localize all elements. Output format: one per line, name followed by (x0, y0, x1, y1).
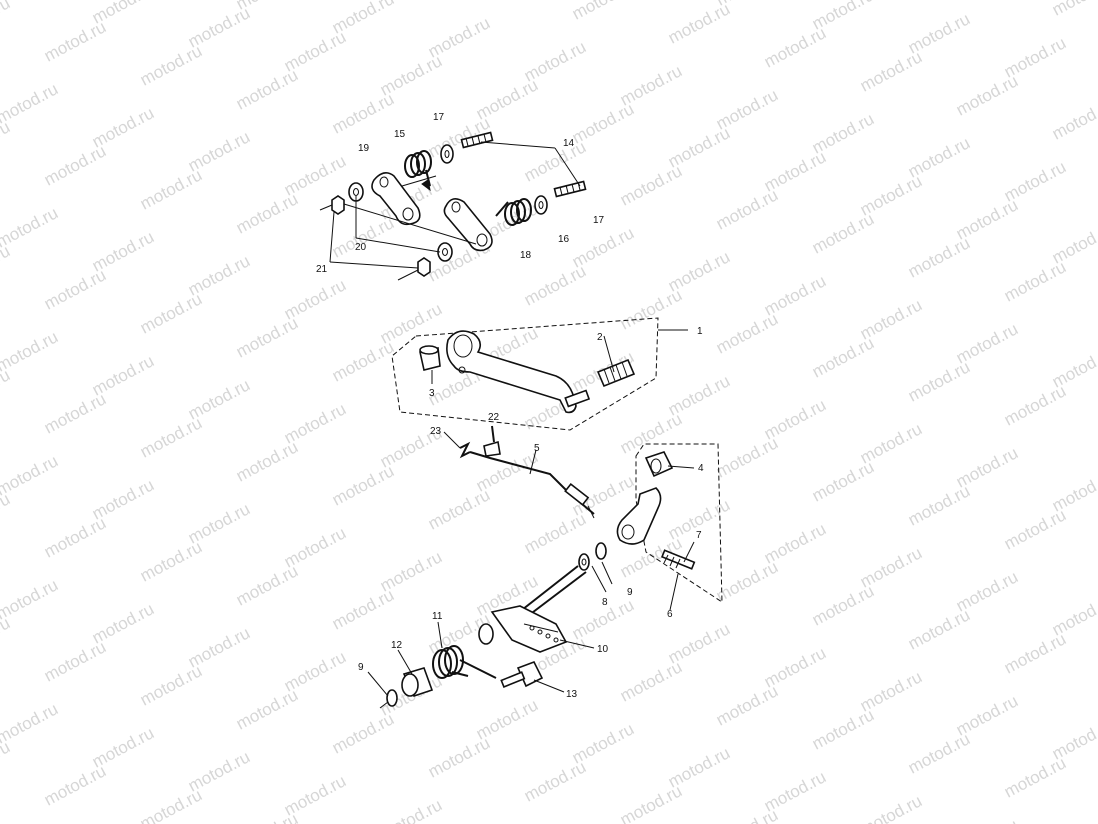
part-5-rod (469, 451, 595, 519)
part-4-cap (644, 451, 674, 478)
callout-20: 20 (355, 242, 367, 253)
part-3-bushing (419, 345, 441, 371)
part-18-arm (443, 198, 493, 252)
part-14-bolts (460, 131, 587, 198)
part-8-washer (578, 553, 590, 571)
part-6-shift-arm (616, 487, 662, 545)
callout-13: 13 (566, 689, 578, 700)
part-10-shift-shaft (478, 565, 587, 653)
callout-12: 12 (391, 640, 403, 651)
callout-5: 5 (534, 443, 540, 454)
pedal-assembly-outline (391, 317, 659, 431)
part-21-nuts (319, 195, 431, 281)
part-13-bolt (500, 660, 544, 688)
callout-3: 3 (429, 388, 435, 399)
callout-21: 21 (316, 264, 328, 275)
part-12-collar (401, 667, 434, 697)
part-9-ring-upper (595, 542, 607, 560)
part-9-ring-lower (379, 689, 398, 709)
callout-9-lower: 9 (358, 662, 364, 673)
callout-6: 6 (667, 609, 673, 620)
callout-9-upper: 9 (627, 587, 633, 598)
part-23-clip (459, 441, 471, 459)
callout-22: 22 (488, 412, 500, 423)
part-16-spring (495, 198, 532, 226)
callout-11: 11 (432, 611, 443, 622)
part-11-spring (432, 645, 497, 679)
part-7-bolt (660, 549, 696, 570)
top-leader-lines (329, 141, 581, 269)
callout-15: 15 (394, 129, 406, 140)
callout-23: 23 (430, 426, 442, 437)
part-1-brake-pedal (446, 330, 591, 414)
callout-8: 8 (602, 597, 608, 608)
callout-14: 14 (563, 138, 575, 149)
callout-17-lower: 17 (593, 215, 605, 226)
callout-10: 10 (597, 644, 609, 655)
callout-7: 7 (696, 530, 702, 541)
callout-17-upper: 17 (433, 112, 445, 123)
callout-18: 18 (520, 250, 532, 261)
part-22-bolt (483, 425, 501, 457)
callout-16: 16 (558, 234, 570, 245)
part-17-washers (440, 144, 548, 215)
callout-19: 19 (358, 143, 370, 154)
part-20-washers (348, 182, 453, 262)
callout-2: 2 (597, 332, 603, 343)
part-2-footrest (596, 358, 636, 388)
callout-4: 4 (698, 463, 704, 474)
callout-1: 1 (697, 326, 703, 337)
